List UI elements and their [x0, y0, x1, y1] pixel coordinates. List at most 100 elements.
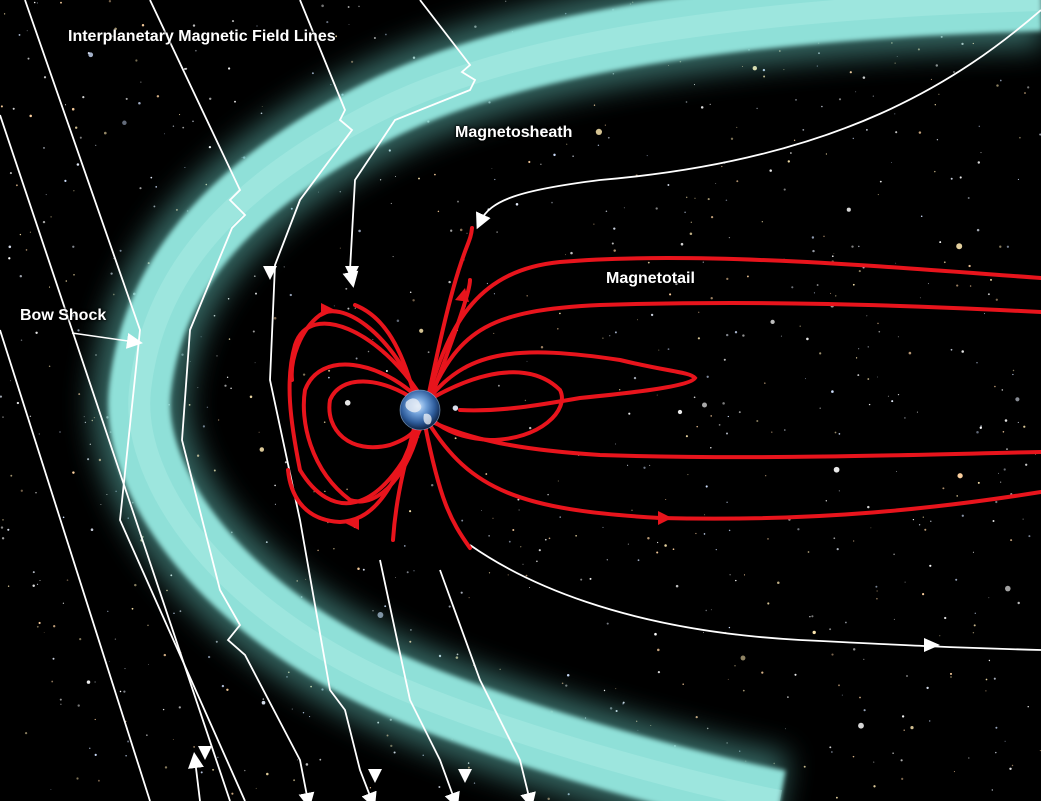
star [409, 628, 412, 631]
star [802, 128, 805, 131]
star [615, 688, 617, 690]
star [18, 33, 21, 36]
star [9, 380, 11, 382]
star [790, 152, 792, 154]
star [622, 701, 625, 704]
star [836, 547, 839, 551]
star [740, 655, 746, 661]
star [977, 481, 980, 484]
star [393, 751, 396, 754]
star [742, 334, 745, 337]
star [255, 787, 257, 789]
star [124, 668, 126, 670]
star [656, 541, 659, 544]
star [559, 516, 561, 518]
star [188, 404, 191, 406]
star [457, 200, 459, 203]
star [705, 485, 708, 488]
star [825, 153, 828, 155]
star [647, 537, 650, 540]
star [39, 580, 41, 581]
star [694, 197, 696, 199]
star [76, 777, 79, 780]
star [736, 126, 738, 128]
star [108, 660, 110, 662]
star [127, 740, 130, 743]
star [60, 1, 62, 4]
star [1017, 421, 1019, 423]
star [825, 500, 827, 502]
star [0, 105, 3, 108]
star [664, 544, 667, 547]
star [534, 129, 537, 132]
star [867, 346, 869, 348]
star [386, 734, 389, 737]
star [27, 57, 30, 60]
star [179, 610, 182, 613]
star [273, 316, 277, 320]
star [857, 374, 860, 377]
star [894, 62, 896, 64]
star [33, 1, 36, 4]
star [794, 673, 797, 676]
star [968, 264, 971, 268]
star [672, 548, 675, 551]
star [1009, 767, 1012, 771]
star [1011, 764, 1014, 767]
star [557, 480, 559, 482]
star [83, 416, 85, 418]
star [721, 165, 723, 168]
star [767, 537, 769, 540]
star [702, 631, 705, 633]
star [707, 198, 710, 201]
star [956, 495, 958, 497]
star [323, 421, 326, 423]
star [897, 393, 900, 396]
star [633, 376, 637, 380]
star [922, 516, 924, 518]
star [756, 107, 758, 110]
star [184, 166, 186, 169]
star [493, 293, 495, 295]
star [665, 498, 667, 501]
star [499, 668, 501, 670]
star [938, 93, 940, 95]
star [1004, 419, 1008, 422]
star [727, 678, 729, 680]
star [3, 13, 6, 15]
star [358, 229, 361, 233]
star [90, 528, 94, 531]
star [313, 491, 315, 493]
star [928, 720, 931, 722]
star [1024, 92, 1026, 94]
star [395, 176, 396, 178]
star [328, 369, 331, 372]
earth-globe-icon [399, 389, 441, 431]
star [53, 625, 56, 628]
star [66, 579, 69, 581]
magnetosheath-label: Magnetosheath [455, 124, 573, 141]
star [348, 23, 350, 25]
star [604, 124, 606, 126]
star [10, 474, 13, 477]
star [326, 21, 329, 24]
star [302, 373, 306, 376]
star [114, 638, 117, 640]
star [972, 551, 974, 553]
star [94, 718, 96, 721]
star [619, 389, 621, 391]
star [595, 128, 603, 135]
star [935, 64, 939, 67]
star [603, 689, 606, 692]
imf-line-7 [379, 559, 460, 801]
star [486, 282, 488, 285]
star [897, 336, 899, 338]
star [710, 215, 714, 219]
star [646, 155, 648, 157]
star [726, 333, 729, 337]
star [979, 426, 982, 429]
star [459, 228, 463, 232]
star [15, 184, 18, 187]
